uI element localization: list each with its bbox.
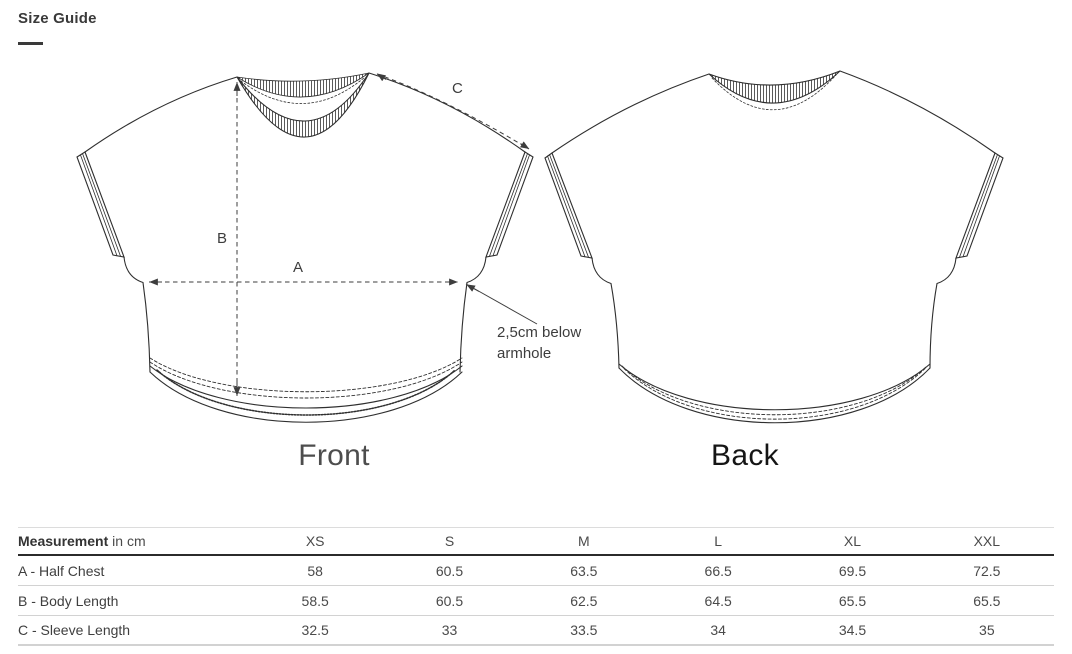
size-col-m: M	[577, 533, 590, 549]
cell-value: 34	[710, 622, 726, 638]
title-underline	[18, 42, 43, 45]
cell-value: 35	[979, 622, 995, 638]
table-row-half-chest: A - Half Chest 58 60.5 63.5 66.5 69.5 72…	[18, 556, 1054, 586]
cell-value: 32.5	[301, 622, 329, 638]
size-table: Measurement in cm XS S M L XL XXL A - Ha…	[18, 527, 1054, 646]
row-name: A - Half Chest	[18, 562, 105, 579]
cell-value: 33.5	[570, 622, 598, 638]
measurement-header-unit: in cm	[112, 533, 146, 549]
cell-value: 60.5	[435, 562, 464, 579]
measurement-header-bold: Measurement	[18, 533, 109, 549]
cell-value: 58.5	[301, 592, 329, 609]
back-shirt-drawing	[544, 70, 1004, 424]
row-name: C - Sleeve Length	[18, 622, 131, 638]
cell-value: 65.5	[973, 592, 1001, 609]
cell-value: 58	[307, 562, 323, 579]
cell-value: 33	[441, 622, 458, 638]
table-row-sleeve-length: C - Sleeve Length 32.5 33 33.5 34 34.5 3…	[18, 616, 1054, 646]
measure-label-c: C	[452, 80, 463, 97]
front-view-label: Front	[298, 439, 370, 472]
measure-label-a: A	[293, 259, 304, 276]
cell-value: 66.5	[704, 562, 732, 579]
page-title: Size Guide	[18, 10, 97, 27]
cell-value: 72.5	[973, 562, 1001, 579]
cell-value: 63.5	[570, 562, 598, 579]
cell-value: 65.5	[838, 592, 867, 609]
cell-value: 69.5	[838, 562, 867, 579]
cell-value: 60.5	[435, 592, 464, 609]
size-col-xl: XL	[843, 533, 862, 549]
table-row-body-length: B - Body Length 58.5 60.5 62.5 64.5 65.5…	[18, 586, 1054, 616]
cell-value: 34.5	[838, 622, 867, 638]
armhole-annotation: 2,5cm below armhole	[497, 324, 582, 362]
measure-label-b: B	[217, 230, 228, 247]
cell-value: 62.5	[570, 592, 598, 609]
cell-value: 64.5	[704, 592, 732, 609]
measurement-header: Measurement in cm	[18, 533, 248, 549]
size-col-xs: XS	[305, 533, 325, 549]
row-name: B - Body Length	[18, 592, 119, 609]
size-col-s: S	[444, 533, 455, 549]
front-shirt-drawing	[76, 72, 538, 423]
size-col-l: L	[714, 533, 723, 549]
size-table-header-row: Measurement in cm XS S M L XL XXL	[18, 528, 1054, 556]
back-view-label: Back	[711, 439, 779, 472]
size-col-xxl: XXL	[973, 533, 1001, 549]
